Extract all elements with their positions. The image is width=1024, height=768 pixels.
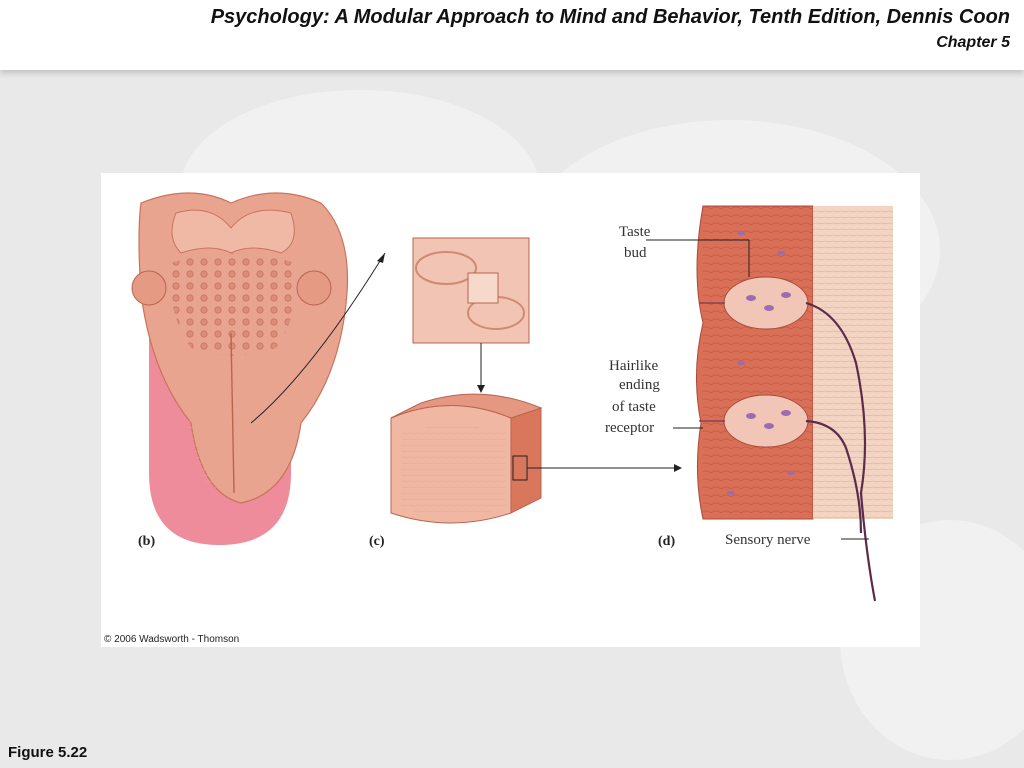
book-title: Psychology: A Modular Approach to Mind a… [210,6,1010,28]
taste-anatomy-illustration: Taste bud Hairlike ending of taste recep… [104,192,893,645]
figure-caption: Figure 5.22 [8,744,88,761]
tongue-drawing [131,192,386,545]
panel-label-b: (b) [138,534,155,549]
label-of-taste: of taste [612,399,656,415]
papilla-closeup [390,237,682,524]
slide-header: Psychology: A Modular Approach to Mind a… [0,0,1024,70]
label-sensory-nerve: Sensory nerve [725,532,811,548]
label-bud: bud [624,245,647,261]
figure-image: Taste bud Hairlike ending of taste recep… [101,173,920,647]
label-ending: ending [619,377,660,393]
panel-label-c: (c) [369,534,385,549]
panel-label-d: (d) [658,534,675,549]
label-taste: Taste [619,224,651,240]
label-hairlike: Hairlike [609,358,658,374]
label-receptor: receptor [605,420,654,436]
chapter-label: Chapter 5 [936,34,1010,51]
copyright-notice: © 2006 Wadsworth - Thomson [104,634,239,645]
taste-bud-detail [646,205,893,602]
